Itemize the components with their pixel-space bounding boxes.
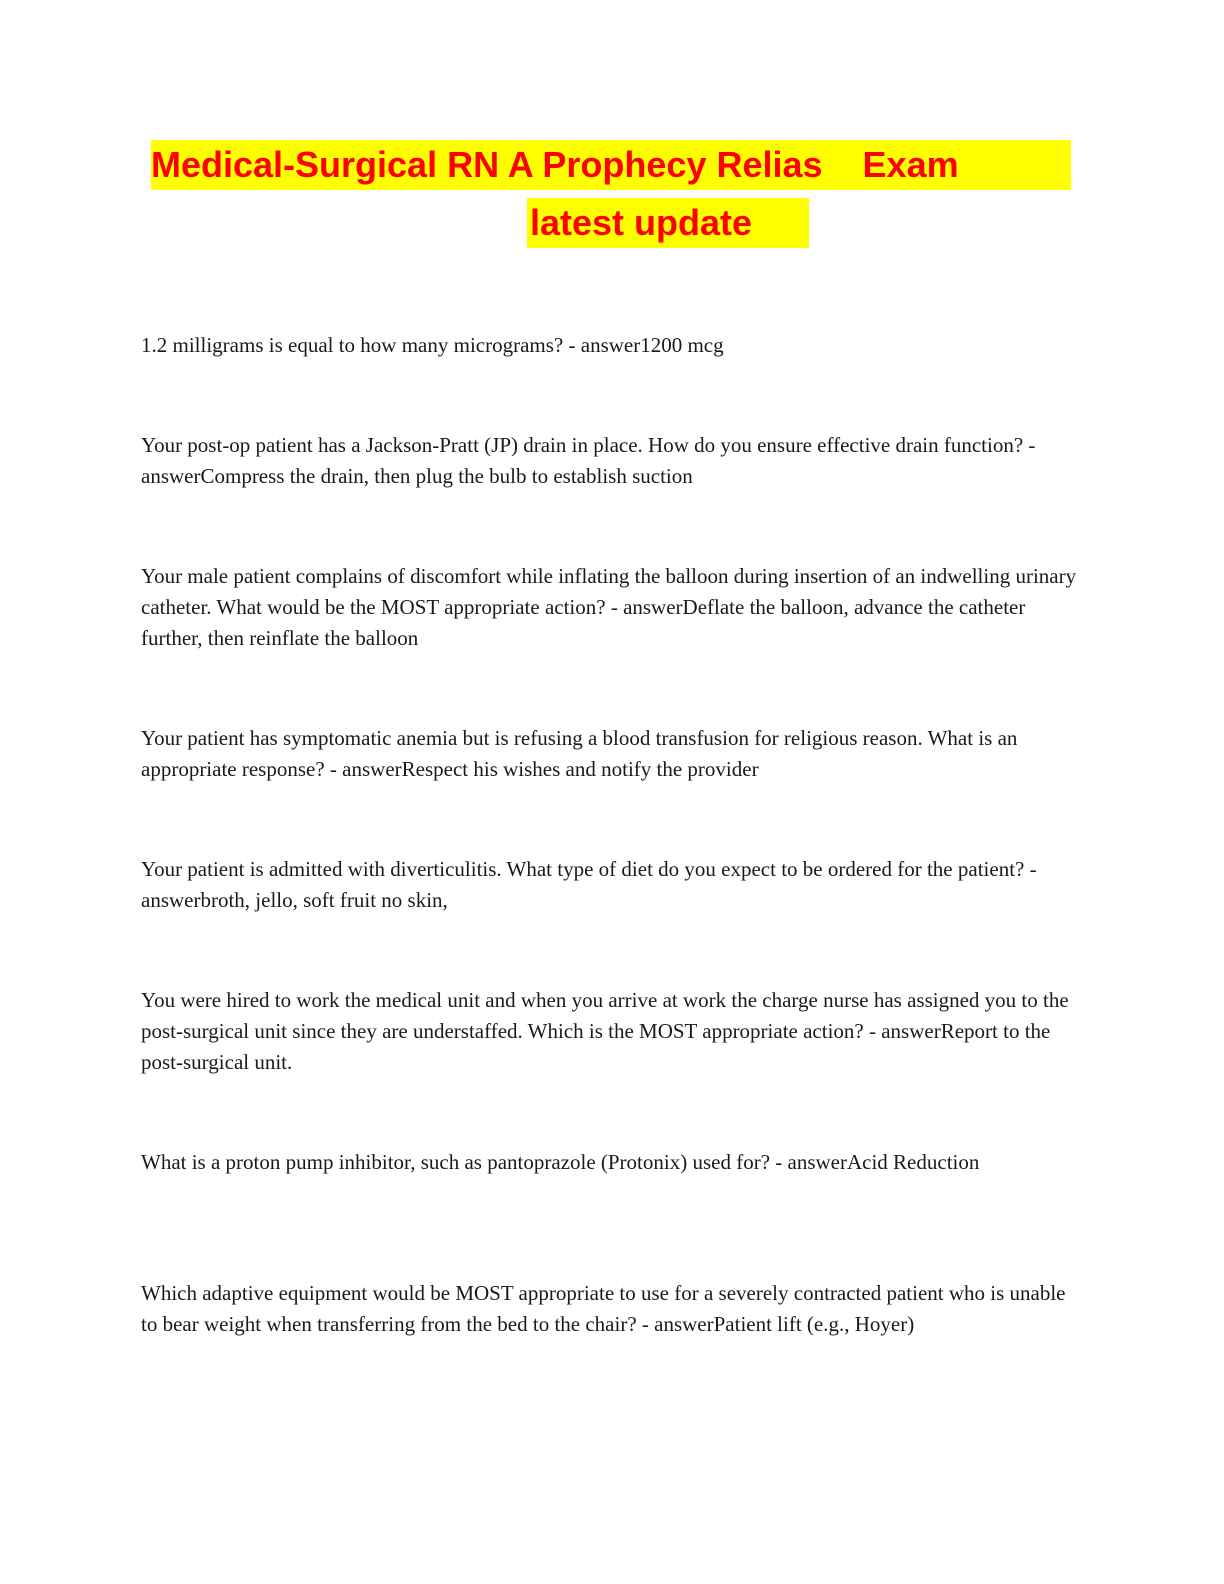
qa-item: Your post-op patient has a Jackson-Pratt… xyxy=(141,433,1036,488)
qa-item: Your male patient complains of discomfor… xyxy=(141,564,1077,650)
qa-item: Your patient is admitted with diverticul… xyxy=(141,857,1037,912)
document-title-line-1: Medical-Surgical RN A Prophecy Relias Ex… xyxy=(151,140,1071,190)
qa-item: Which adaptive equipment would be MOST a… xyxy=(141,1281,1066,1336)
qa-item: Your patient has symptomatic anemia but … xyxy=(141,726,1018,781)
qa-item: You were hired to work the medical unit … xyxy=(141,988,1069,1074)
document-title-line-2: latest update xyxy=(527,198,809,248)
qa-item: What is a proton pump inhibitor, such as… xyxy=(141,1150,980,1174)
qa-item: 1.2 milligrams is equal to how many micr… xyxy=(141,333,724,357)
